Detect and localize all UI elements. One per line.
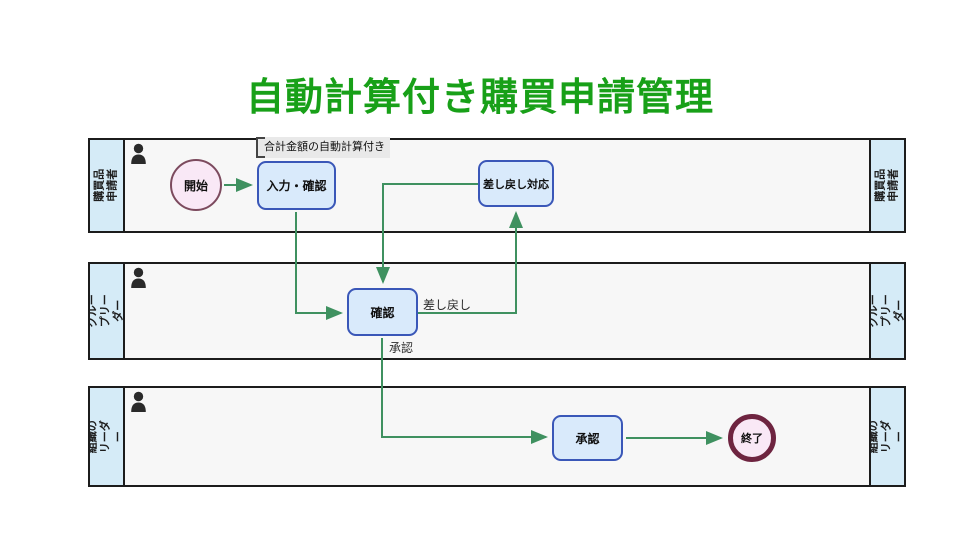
task-rework[interactable]: 差し戻し対応 [478, 160, 554, 207]
task-input-confirm[interactable]: 入力・確認 [257, 161, 336, 210]
lane-label-text: 組織のリーダ ー [90, 420, 125, 453]
lane-label-right: グループリー ダー [869, 264, 904, 358]
edge-label-reject: 差し戻し [423, 298, 472, 312]
lane-body [125, 388, 869, 485]
actor-icon [130, 267, 147, 294]
lane-label-left: 組織のリーダ ー [90, 388, 125, 485]
task-confirm[interactable]: 確認 [347, 288, 418, 336]
page-title: 自動計算付き購買申請管理 [245, 77, 714, 119]
lane-label-left: グループリー ダー [90, 264, 125, 358]
swimlane-group-leader: グループリー ダー グループリー ダー [88, 262, 906, 360]
lane-body [125, 140, 869, 231]
lane-body [125, 264, 869, 358]
task-approve[interactable]: 承認 [552, 415, 623, 461]
lane-label-right: 購買品申請者 [869, 140, 904, 231]
end-event[interactable]: 終了 [728, 414, 776, 462]
actor-icon [130, 391, 147, 418]
lane-label-left: 購買品申請者 [90, 140, 125, 231]
lane-label-text: グループリー ダー [90, 294, 125, 328]
actor-icon [130, 143, 147, 170]
lane-label-right: 組織のリーダ ー [869, 388, 904, 485]
lane-label-text: グループリー ダー [869, 294, 904, 328]
lane-label-text: 購買品申請者 [874, 169, 900, 202]
edge-label-approve: 承認 [389, 341, 414, 355]
start-event[interactable]: 開始 [170, 159, 222, 211]
lane-label-text: 組織のリーダ ー [869, 420, 904, 453]
annotation-note[interactable]: 合計金額の自動計算付き [256, 137, 390, 158]
swimlane-org-leader: 組織のリーダ ー 組織のリーダ ー [88, 386, 906, 487]
lane-label-text: 購買品申請者 [93, 169, 119, 202]
